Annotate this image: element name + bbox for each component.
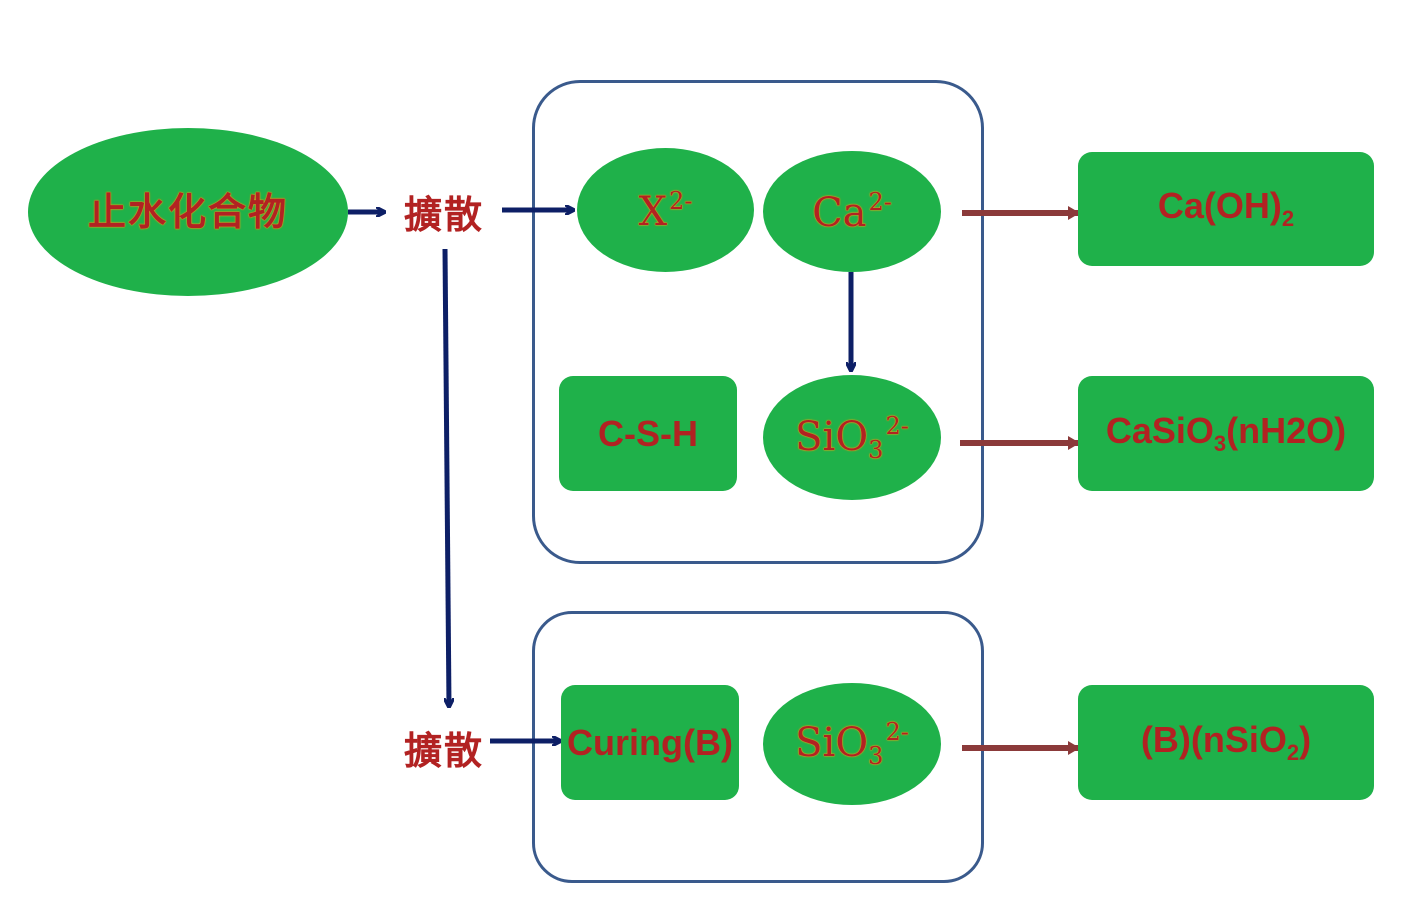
x-ion-label: X2- [638, 186, 693, 235]
csh-label: C-S-H [598, 412, 698, 454]
csh-node: C-S-H [559, 376, 737, 491]
product-calcium-hydroxide: Ca(OH)2 [1078, 152, 1374, 266]
diffusion-label-bottom: 擴散 [404, 728, 485, 773]
source-compound-node: 止水化合物 [28, 128, 348, 296]
product-calcium-silicate: CaSiO3(nH2O) [1078, 376, 1374, 491]
diffusion-label-top: 擴散 [404, 192, 485, 237]
silicate-ion-node: SiO32- [763, 375, 941, 500]
source-compound-label: 止水化合物 [87, 189, 288, 234]
ca-ion-node: Ca2- [763, 151, 941, 272]
silicate-ion-label: SiO32- [795, 411, 909, 464]
product-silica-gel: (B)(nSiO2) [1078, 685, 1374, 800]
upper-reaction-group [532, 80, 984, 564]
silicate-ion-label-lower: SiO32- [795, 718, 909, 770]
curing-agent-node: Curing(B) [561, 685, 739, 800]
product-silica-gel-label: (B)(nSiO2) [1140, 718, 1312, 765]
curing-agent-label: Curing(B) [567, 721, 733, 763]
silicate-ion-node-lower: SiO32- [763, 683, 941, 805]
ca-ion-label: Ca2- [812, 188, 892, 236]
x-ion-node: X2- [577, 148, 754, 272]
product-calcium-silicate-label: CaSiO3(nH2O) [1105, 409, 1347, 456]
flow-arrow [442, 248, 449, 706]
product-calcium-hydroxide-label: Ca(OH)2 [1157, 185, 1295, 231]
